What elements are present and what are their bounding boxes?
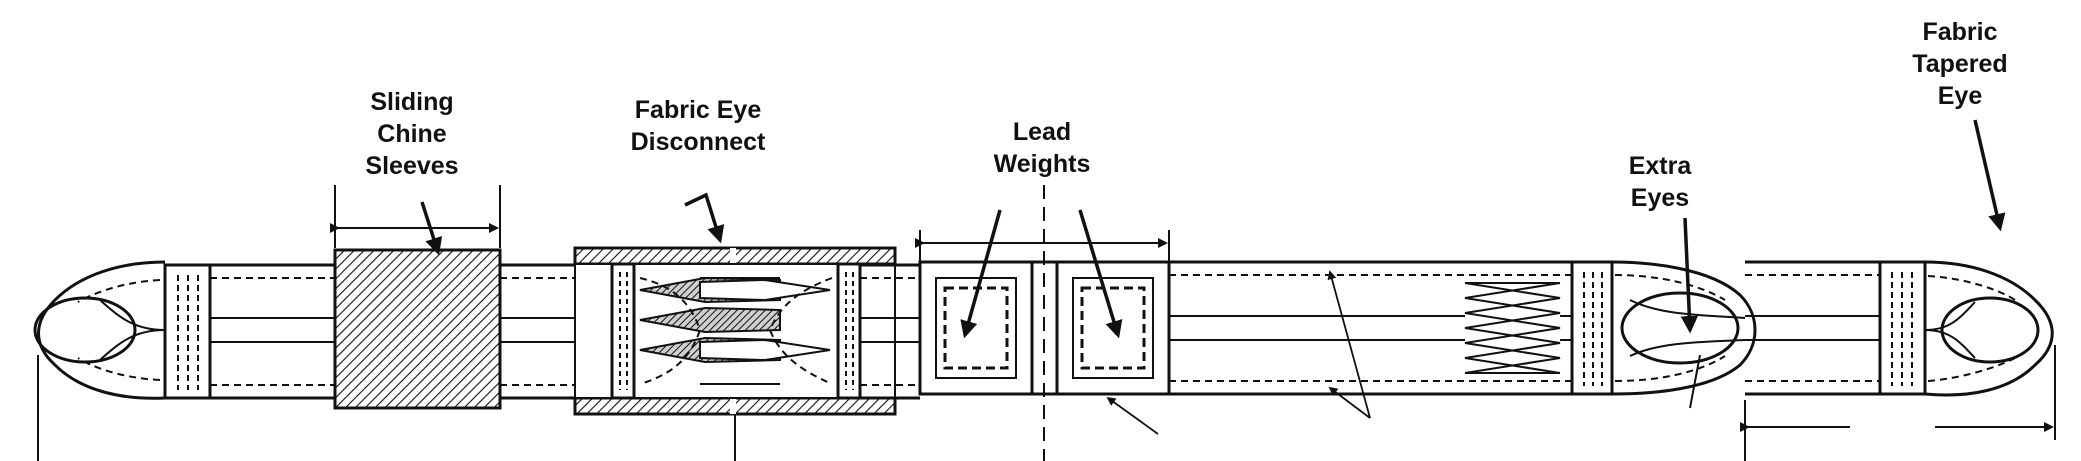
label-line: Fabric Eye xyxy=(635,96,762,124)
right-tapered-eye xyxy=(1924,260,2054,397)
label-line: Eye xyxy=(1938,82,1983,110)
rope-segment-1 xyxy=(210,263,335,400)
label-line: Extra xyxy=(1629,152,1693,180)
label-line: Eyes xyxy=(1631,184,1689,212)
left-eye xyxy=(33,260,166,400)
left-splice xyxy=(163,263,212,400)
label-line: Lead xyxy=(1013,118,1071,146)
leader-arrows xyxy=(420,119,2006,435)
label-line: Weights xyxy=(994,150,1091,178)
right-splice xyxy=(1878,260,1927,396)
label-line: Chine xyxy=(377,120,447,148)
rope-segment-3 xyxy=(860,263,920,400)
rope-segment-5 xyxy=(1745,260,1880,396)
fabric-eye-disconnect xyxy=(573,246,897,416)
label-lead-weights: Lead Weights xyxy=(994,118,1091,178)
rope-segment-2 xyxy=(500,263,575,400)
sliding-chine-sleeve xyxy=(333,248,502,410)
middle-splice xyxy=(1570,260,1614,396)
label-fabric-tapered-eye: Fabric Tapered Eye xyxy=(1912,18,2007,110)
dimension-lines xyxy=(37,185,2056,461)
label-sliding-chine-sleeves: Sliding Chine Sleeves xyxy=(365,88,458,180)
label-line: Disconnect xyxy=(631,128,766,156)
label-line: Sliding xyxy=(370,88,453,116)
label-line: Sleeves xyxy=(365,152,458,180)
rope-segment-4 xyxy=(1169,260,1572,396)
label-fabric-eye-disconnect: Fabric Eye Disconnect xyxy=(631,96,766,156)
extra-eyes xyxy=(1611,260,1757,396)
label-line: Tapered xyxy=(1912,50,2007,78)
label-line: Fabric xyxy=(1922,18,1997,46)
lead-weights xyxy=(918,260,1171,396)
label-extra-eyes: Extra Eyes xyxy=(1629,152,1693,212)
